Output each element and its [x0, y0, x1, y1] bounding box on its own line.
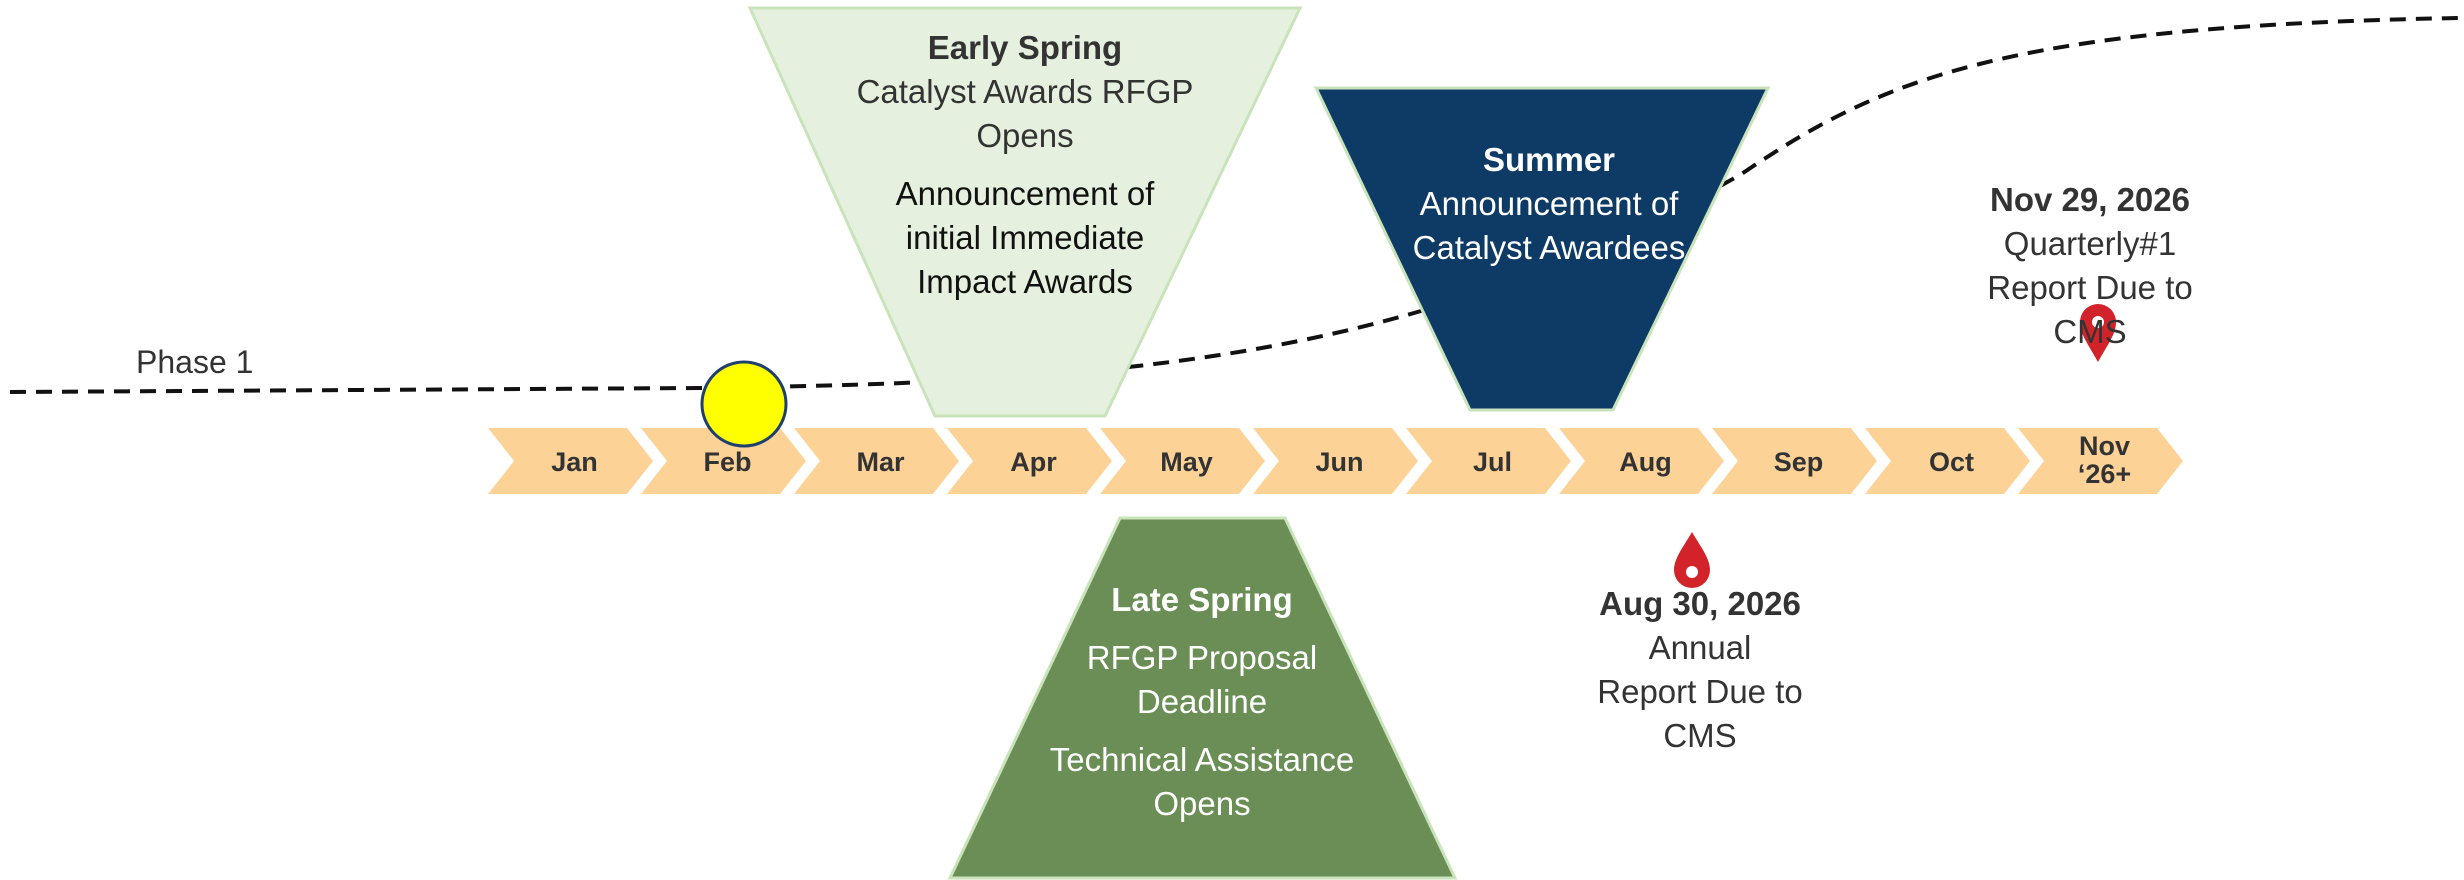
map-pin-icon — [1674, 532, 1710, 588]
month-arrow — [2018, 428, 2183, 494]
month-arrow — [488, 428, 653, 494]
nov-report-date: Nov 29, 2026 — [1990, 181, 2190, 218]
late-spring-text: Late Spring RFGP Proposal Deadline Techn… — [1040, 578, 1364, 826]
late-spring-title: Late Spring — [1111, 581, 1293, 618]
summer-text: Summer Announcement of Catalyst Awardees — [1408, 138, 1690, 270]
summer-line1: Announcement of Catalyst Awardees — [1412, 185, 1686, 266]
aug-report-desc: Annual Report Due to CMS — [1597, 629, 1803, 754]
current-marker-circle — [700, 360, 788, 448]
month-arrow — [1712, 428, 1877, 494]
month-arrow — [1559, 428, 1724, 494]
month-arrow — [1100, 428, 1265, 494]
month-label: Mar — [856, 447, 905, 477]
summer-shape — [1313, 86, 1771, 412]
month-arrows: Jan Feb Mar Apr May Jun Jul Aug Sep Oct Nov‘26+ — [488, 428, 2183, 494]
month-arrow — [1406, 428, 1571, 494]
month-label: Sep — [1774, 447, 1824, 477]
month-label: Nov‘26+ — [2078, 431, 2131, 489]
month-arrow — [641, 428, 806, 494]
month-label: Oct — [1929, 447, 1974, 477]
month-arrow — [794, 428, 959, 494]
phase-label: Phase 1 — [136, 344, 254, 380]
month-arrow — [947, 428, 1112, 494]
month-label: Aug — [1619, 447, 1671, 477]
month-label: Jan — [551, 447, 598, 477]
aug-report-date: Aug 30, 2026 — [1599, 585, 1801, 622]
early-spring-line2: Announcement of initial Immediate Impact… — [895, 175, 1155, 300]
month-label: May — [1160, 447, 1213, 477]
early-spring-title: Early Spring — [927, 29, 1123, 66]
late-spring-line1: RFGP Proposal Deadline — [1086, 639, 1318, 720]
late-spring-line2: Technical Assistance Opens — [1049, 741, 1355, 822]
month-label: Feb — [703, 447, 751, 477]
month-label: Jul — [1473, 447, 1512, 477]
early-spring-shape — [747, 6, 1303, 418]
aug-report-text: Aug 30, 2026 Annual Report Due to CMS — [1570, 582, 1830, 758]
late-spring-shape — [947, 516, 1458, 880]
month-arrow — [1865, 428, 2030, 494]
month-arrow — [1253, 428, 1418, 494]
summer-title: Summer — [1482, 141, 1616, 178]
early-spring-line1: Catalyst Awards RFGP Opens — [856, 73, 1194, 154]
month-label: Jun — [1315, 447, 1363, 477]
nov-report-text: Nov 29, 2026 Quarterly#1 Report Due to C… — [1960, 178, 2220, 354]
nov-report-desc: Quarterly#1 Report Due to CMS — [1987, 225, 2193, 350]
month-label: Apr — [1010, 447, 1057, 477]
location-pin-icon — [2080, 304, 2116, 362]
early-spring-text: Early Spring Catalyst Awards RFGP Opens … — [830, 26, 1220, 304]
